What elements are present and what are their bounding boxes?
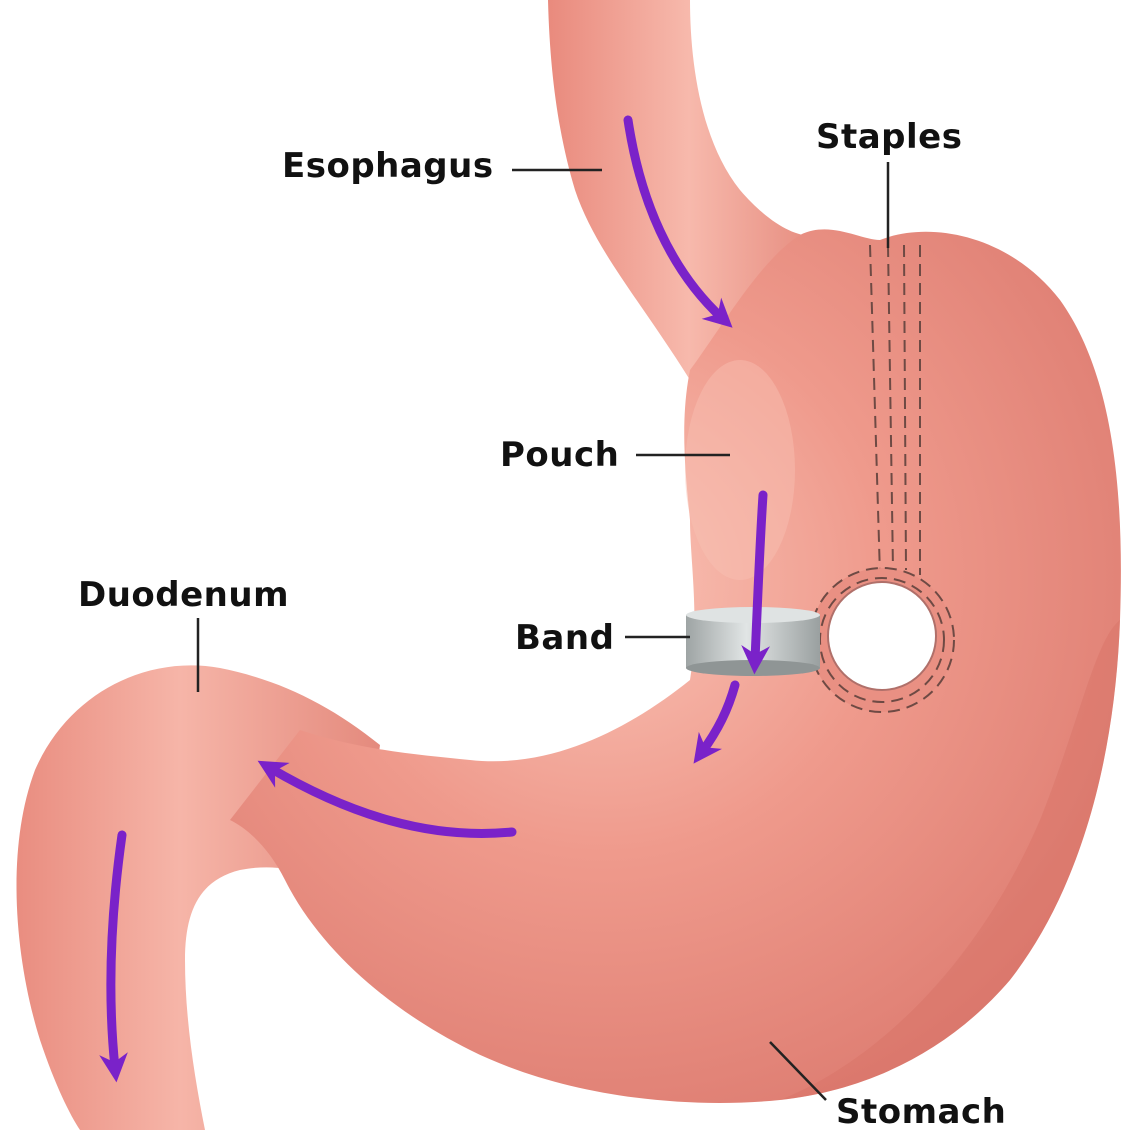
staple-ring (810, 568, 954, 712)
duodenum-label: Duodenum (78, 578, 289, 612)
staples-label: Staples (816, 120, 962, 154)
pouch-label: Pouch (500, 438, 619, 472)
pouch-highlight (685, 360, 795, 580)
stomach-label: Stomach (836, 1095, 1006, 1129)
esophagus-label: Esophagus (282, 149, 494, 183)
band-label: Band (515, 621, 614, 655)
